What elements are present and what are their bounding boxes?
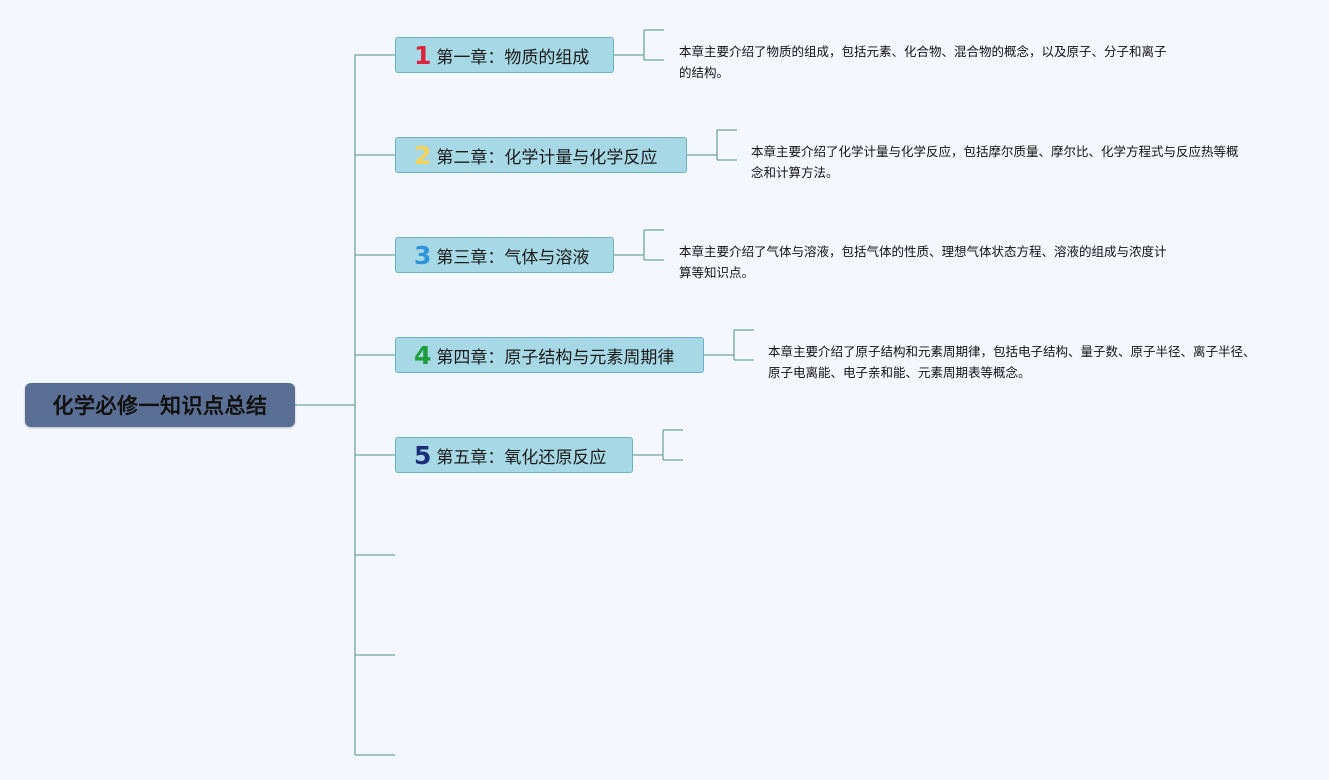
chapter-number-4-icon: 4 (414, 340, 432, 370)
root-title: 化学必修一知识点总结 (52, 394, 268, 418)
chapter-title-1: 第一章：物质的组成 (436, 47, 590, 68)
chapter-node-5[interactable]: 5 第五章：氧化还原反应 (395, 437, 633, 473)
chapter-node-1[interactable]: 1 第一章：物质的组成 (395, 37, 614, 73)
chapter-number-3-icon: 3 (414, 240, 432, 270)
chapter-description-3: 本章主要介绍了气体与溶液，包括气体的性质、理想气体状态方程、溶液的组成与浓度计算… (679, 244, 1167, 280)
chapter-node-3[interactable]: 3 第三章：气体与溶液 (395, 237, 614, 273)
chapter-number-2-icon: 2 (414, 140, 432, 170)
root-node[interactable]: 化学必修一知识点总结 (25, 383, 295, 427)
chapter-number-5-icon: 5 (414, 440, 432, 470)
chapter-node-2[interactable]: 2 第二章：化学计量与化学反应 (395, 137, 687, 173)
chapter-title-4: 第四章：原子结构与元素周期律 (436, 347, 675, 368)
chapter-title-2: 第二章：化学计量与化学反应 (436, 147, 658, 168)
chapter-title-5: 第五章：氧化还原反应 (436, 447, 607, 468)
chapter-number-1-icon: 1 (414, 40, 432, 70)
chapter-description-4: 本章主要介绍了原子结构和元素周期律，包括电子结构、量子数、原子半径、离子半径、原… (768, 344, 1256, 380)
chapter-description-1: 本章主要介绍了物质的组成，包括元素、化合物、混合物的概念，以及原子、分子和离子的… (679, 44, 1167, 80)
chapter-node-4[interactable]: 4 第四章：原子结构与元素周期律 (395, 337, 704, 373)
chapter-title-3: 第三章：气体与溶液 (436, 247, 590, 268)
chapter-description-2: 本章主要介绍了化学计量与化学反应，包括摩尔质量、摩尔比、化学方程式与反应热等概念… (751, 144, 1239, 180)
